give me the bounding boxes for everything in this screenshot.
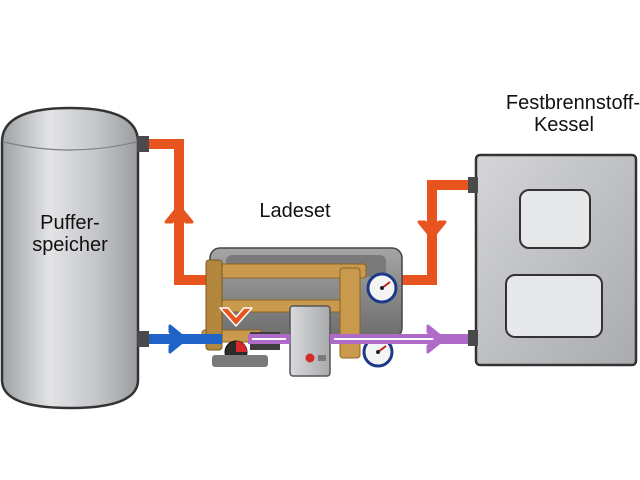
arrow-right-mixed-icon: [426, 324, 446, 354]
boiler-bottom-connector: [468, 330, 478, 346]
boiler-lower-door: [505, 274, 603, 338]
arrow-down-icon: [417, 220, 447, 240]
buffer-tank-label: Puffer- speicher: [10, 212, 130, 257]
pressure-gauge-icon: [366, 272, 398, 304]
ladeset-unit: [201, 247, 403, 377]
boiler-label: Festbrennstoff- Kessel: [458, 92, 640, 137]
arrow-right-cold-icon: [168, 324, 188, 354]
boiler-label-line-2: Kessel: [533, 114, 594, 137]
solid-fuel-boiler: [468, 153, 638, 367]
pump-icon: [289, 305, 331, 377]
tank-bottom-connector: [137, 331, 149, 347]
temperature-gauge-icon: [362, 336, 394, 368]
boiler-upper-door: [519, 189, 591, 249]
buffer-tank-label-line-1: Puffer-: [40, 212, 100, 234]
arrow-up-icon: [164, 204, 194, 224]
ladeset-label: Ladeset: [259, 200, 331, 222]
ladeset-bottom-shell: [212, 355, 268, 367]
buffer-tank-label-line-2: speicher: [32, 234, 108, 257]
boiler-top-connector: [468, 177, 478, 193]
tank-top-connector: [137, 136, 149, 152]
boiler-label-line-1: Festbrennstoff-: [505, 92, 640, 114]
buffer-tank: [0, 106, 149, 410]
brass-left-riser: [205, 259, 223, 351]
arrow-down-center-icon: [219, 307, 253, 327]
brass-riser: [339, 267, 361, 359]
